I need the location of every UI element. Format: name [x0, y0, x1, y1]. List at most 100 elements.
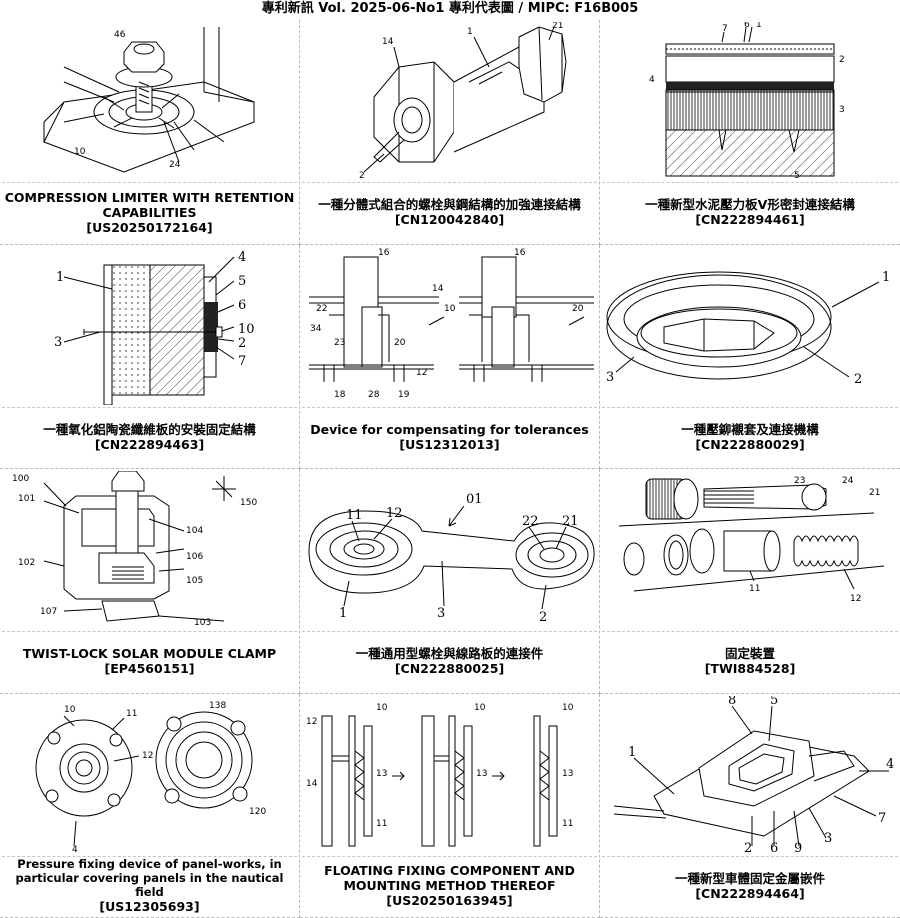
- svg-text:16: 16: [514, 248, 526, 258]
- patent-grid: 46 24 10 COMPRESSION LIMITER WITH RETENT…: [0, 20, 900, 918]
- ceramic-board-section-drawing: 1 3 4 5 6 10 2 7: [4, 247, 296, 405]
- svg-text:104: 104: [186, 526, 203, 536]
- svg-text:5: 5: [238, 274, 246, 289]
- svg-text:11: 11: [126, 709, 137, 719]
- document-header: 專利新訊 Vol. 2025-06-No1 專利代表圖 / MIPC: F16B…: [0, 0, 900, 20]
- patent-number: [US20250172164]: [86, 220, 212, 235]
- svg-text:01: 01: [466, 492, 483, 507]
- floating-fixing-sequence-drawing: 12 14 10 10 10 13 13 13 11 11: [304, 696, 596, 854]
- patent-number: [CN222880025]: [395, 661, 504, 676]
- svg-text:150: 150: [240, 498, 257, 508]
- fixing-device-exploded-drawing: 11 12 24 23 21: [604, 471, 896, 629]
- svg-text:10: 10: [562, 703, 574, 713]
- patent-title: 一種新型車體固定金屬嵌件: [675, 871, 825, 886]
- patent-card: 1 2 3 一種壓鉚襯套及連接機構 [CN222880029]: [600, 245, 900, 470]
- patent-card: 1 3 4 5 6 10 2 7 一種氧化鋁陶瓷纖維板的安裝固定結構 [CN22…: [0, 245, 300, 470]
- bolt-assembly-drawing: 14 1 21 2: [304, 22, 596, 180]
- svg-text:10: 10: [376, 703, 388, 713]
- svg-text:10: 10: [238, 322, 255, 337]
- svg-text:20: 20: [394, 338, 406, 348]
- svg-text:12: 12: [142, 751, 153, 761]
- svg-text:11: 11: [562, 819, 573, 829]
- svg-text:23: 23: [794, 476, 805, 486]
- svg-text:13: 13: [562, 769, 573, 779]
- svg-text:100: 100: [12, 474, 29, 484]
- patent-card: 12 14 10 10 10 13 13 13 11 11 FLOATING F…: [300, 694, 600, 918]
- patent-card: 11 12 24 23 21 固定裝置 [TWI884528]: [600, 469, 900, 694]
- metal-insert-drawing: 1 2 3 4 5 6 7 8 9: [604, 696, 896, 854]
- patent-card: 16 14 34 22 10 23 20 12 18 28 19 16 20 D…: [300, 245, 600, 470]
- svg-text:3: 3: [54, 335, 62, 350]
- patent-title: 一種壓鉚襯套及連接機構: [681, 422, 819, 437]
- patent-title: 一種分體式組合的螺栓與鋼結構的加強連接結構: [318, 197, 581, 212]
- svg-text:12: 12: [850, 594, 861, 604]
- svg-text:24: 24: [842, 476, 854, 486]
- patent-card: 14 1 21 2 一種分體式組合的螺栓與鋼結構的加強連接結構 [CN12004…: [300, 20, 600, 245]
- svg-text:2: 2: [744, 841, 752, 854]
- patent-card: 7 6 1 2 3 4 5 一種新型水泥壓力板V形密封連接結構 [CN22289…: [600, 20, 900, 245]
- svg-text:5: 5: [794, 171, 800, 180]
- svg-text:107: 107: [40, 607, 57, 617]
- patent-number: [CN222880029]: [695, 437, 804, 452]
- patent-title: Pressure fixing device of panel-works, i…: [2, 857, 297, 899]
- svg-text:13: 13: [376, 769, 387, 779]
- svg-text:18: 18: [334, 390, 346, 400]
- svg-text:3: 3: [839, 105, 845, 115]
- svg-text:1: 1: [756, 22, 762, 30]
- patent-number: [CN222894464]: [695, 886, 804, 901]
- svg-text:4: 4: [886, 757, 894, 772]
- svg-text:21: 21: [869, 488, 880, 498]
- patent-number: [US12312013]: [399, 437, 499, 452]
- patent-number: [CN222894463]: [95, 437, 204, 452]
- svg-text:7: 7: [722, 24, 728, 34]
- svg-text:34: 34: [310, 324, 322, 334]
- svg-text:46: 46: [114, 30, 126, 40]
- patent-card: 46 24 10 COMPRESSION LIMITER WITH RETENT…: [0, 20, 300, 245]
- svg-text:2: 2: [839, 55, 845, 65]
- svg-text:2: 2: [359, 171, 365, 180]
- svg-text:2: 2: [539, 610, 547, 625]
- svg-text:12: 12: [416, 368, 427, 378]
- svg-text:3: 3: [606, 370, 614, 385]
- patent-title: COMPRESSION LIMITER WITH RETENTION CAPAB…: [2, 190, 297, 220]
- tolerance-device-drawing: 16 14 34 22 10 23 20 12 18 28 19 16 20: [304, 247, 596, 405]
- svg-text:11: 11: [749, 584, 760, 594]
- svg-text:21: 21: [552, 22, 563, 31]
- svg-text:14: 14: [382, 37, 394, 47]
- pcb-connector-drawing: 01 11 12 22 21 1 2 3: [304, 471, 596, 629]
- svg-text:2: 2: [854, 372, 862, 387]
- svg-text:103: 103: [194, 618, 211, 628]
- patent-number: [TWI884528]: [705, 661, 796, 676]
- patent-card: 1 2 3 4 5 6 7 8 9 一種新型車體固定金屬嵌件 [CN222894…: [600, 694, 900, 918]
- svg-text:14: 14: [432, 284, 444, 294]
- svg-text:7: 7: [238, 354, 246, 369]
- solar-clamp-drawing: 100 101 102 103 104 105 106 107 150: [4, 471, 296, 629]
- svg-text:24: 24: [169, 160, 181, 170]
- svg-text:9: 9: [794, 841, 802, 854]
- svg-text:8: 8: [728, 696, 736, 708]
- svg-text:11: 11: [376, 819, 387, 829]
- patent-title: FLOATING FIXING COMPONENT AND MOUNTING M…: [302, 863, 597, 893]
- svg-text:12: 12: [386, 506, 403, 521]
- patent-title: TWIST-LOCK SOLAR MODULE CLAMP: [23, 646, 276, 661]
- svg-text:1: 1: [339, 606, 347, 621]
- svg-text:5: 5: [770, 696, 778, 708]
- patent-number: [CN222894461]: [695, 212, 804, 227]
- patent-number: [EP4560151]: [104, 661, 194, 676]
- svg-text:7: 7: [878, 811, 886, 826]
- patent-title: 一種氧化鋁陶瓷纖維板的安裝固定結構: [43, 422, 256, 437]
- cement-board-section-drawing: 7 6 1 2 3 4 5: [604, 22, 896, 180]
- svg-text:10: 10: [74, 147, 86, 157]
- patent-card: 100 101 102 103 104 105 106 107 150 TWIS…: [0, 469, 300, 694]
- svg-text:13: 13: [476, 769, 487, 779]
- patent-card: 01 11 12 22 21 1 2 3 一種通用型螺栓與線路板的連接件 [CN…: [300, 469, 600, 694]
- svg-text:2: 2: [238, 336, 246, 351]
- svg-text:3: 3: [824, 831, 832, 846]
- svg-text:4: 4: [238, 250, 246, 265]
- patent-number: [US12305693]: [99, 899, 199, 914]
- svg-text:10: 10: [444, 304, 456, 314]
- patent-title: 固定裝置: [725, 646, 775, 661]
- svg-text:1: 1: [467, 27, 473, 37]
- svg-text:10: 10: [64, 705, 76, 715]
- svg-text:1: 1: [882, 270, 890, 285]
